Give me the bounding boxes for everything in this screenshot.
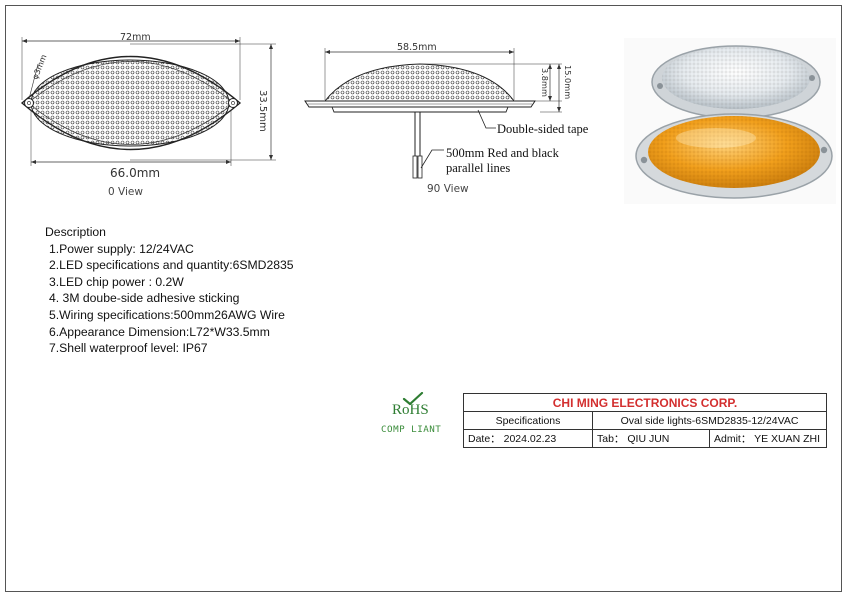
side-dim-total-label: 15.0mm bbox=[563, 65, 573, 99]
description-item: 5.Wiring specifications:500mm26AWG Wire bbox=[49, 307, 285, 322]
front-view-label: 0 View bbox=[108, 186, 143, 198]
side-view-label: 90 View bbox=[427, 183, 469, 195]
rohs-logo: RoHS COMP LIANT bbox=[380, 392, 450, 444]
admit-cell: Admit： YE XUAN ZHI bbox=[709, 429, 827, 448]
product-photo bbox=[624, 38, 836, 204]
tab-cell: Tab： QIU JUN bbox=[592, 429, 710, 448]
admit-value: YE XUAN ZHI bbox=[754, 433, 821, 445]
date-value: 2024.02.23 bbox=[503, 433, 557, 445]
wire-note-line1: 500mm Red and black bbox=[446, 146, 560, 160]
side-dim-length-label: 58.5mm bbox=[397, 42, 437, 53]
description-title: Description bbox=[45, 225, 106, 239]
tab-value: QIU JUN bbox=[627, 433, 670, 445]
spec-value: Oval side lights-6SMD2835-12/24VAC bbox=[592, 411, 827, 430]
description-block: Description 1.Power supply: 12/24VAC 2.L… bbox=[45, 224, 294, 357]
description-item: 1.Power supply: 12/24VAC bbox=[49, 241, 194, 256]
date-label: Date： bbox=[468, 433, 501, 445]
tape-note: Double-sided tape bbox=[497, 122, 589, 136]
description-item: 3.LED chip power : 0.2W bbox=[49, 274, 184, 289]
rohs-check-icon bbox=[402, 392, 424, 406]
spec-label: Specifications bbox=[463, 411, 593, 430]
title-block: CHI MING ELECTRONICS CORP. Specification… bbox=[463, 393, 827, 448]
wire-note-line2: parallel lines bbox=[446, 161, 510, 175]
front-view bbox=[20, 37, 276, 166]
side-dim-lens-label: 3.8mm bbox=[540, 68, 550, 97]
dim-height-label: 33.5mm bbox=[257, 90, 268, 132]
date-cell: Date： 2024.02.23 bbox=[463, 429, 593, 448]
admit-label: Admit： bbox=[714, 433, 752, 445]
company-name: CHI MING ELECTRONICS CORP. bbox=[463, 393, 827, 412]
tab-label: Tab： bbox=[597, 433, 625, 445]
description-item: 4. 3M doube-side adhesive sticking bbox=[49, 291, 240, 306]
dim-inner-length-label: 66.0mm bbox=[110, 166, 160, 180]
side-view bbox=[304, 48, 562, 179]
drawing-sheet bbox=[5, 5, 842, 592]
dim-length-label: 72mm bbox=[120, 32, 151, 43]
rohs-caption: COMP LIANT bbox=[381, 424, 442, 435]
description-item: 7.Shell waterproof level: IP67 bbox=[49, 341, 208, 356]
description-item: 6.Appearance Dimension:L72*W33.5mm bbox=[49, 324, 270, 339]
description-item: 2.LED specifications and quantity:6SMD28… bbox=[49, 258, 294, 273]
rohs-mark: RoHS bbox=[392, 402, 429, 418]
dim-hole-label: φ3mm bbox=[31, 53, 49, 81]
